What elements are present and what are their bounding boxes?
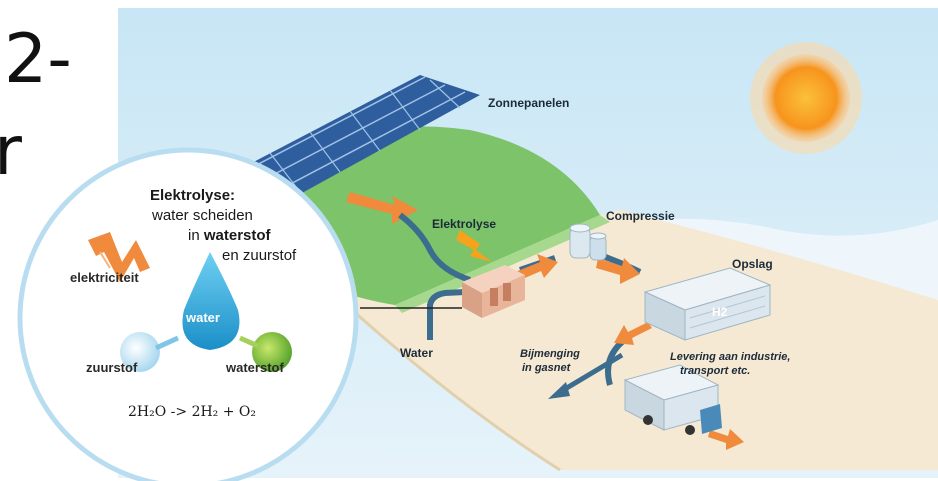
- truck-icon: [623, 364, 722, 435]
- ground-edge: [328, 288, 561, 472]
- label-opslag: Opslag: [732, 257, 773, 271]
- heading-line-1: 2-: [4, 20, 72, 99]
- lightning-icon: [456, 230, 492, 262]
- callout-line-1: water scheiden: [151, 207, 253, 224]
- zuurstof-ball-icon: [120, 332, 160, 372]
- label-waterstof: waterstof: [225, 360, 284, 375]
- elektrolyse-machine-icon: [462, 265, 525, 318]
- sun-core: [762, 54, 850, 142]
- heading-line-2: r: [0, 112, 22, 191]
- equation: 2H₂O -> 2H₂ + O₂: [128, 404, 256, 420]
- arrow-opslag-out: [614, 322, 652, 345]
- arrow-gasnet: [558, 352, 624, 395]
- label-water: Water: [400, 346, 433, 360]
- label-levering-1: Levering aan industrie,: [670, 351, 790, 363]
- label-zonnepanelen: Zonnepanelen: [488, 96, 569, 110]
- compressie-tanks-icon: [569, 223, 607, 261]
- arrow-gasnet-head: [548, 382, 570, 399]
- callout-title: Elektrolyse:: [150, 187, 235, 204]
- water-drop-icon: [182, 252, 240, 350]
- label-compressie: Compressie: [606, 209, 675, 223]
- waterstof-ball-icon: [252, 332, 292, 372]
- label-elektriciteit: elektriciteit: [70, 270, 139, 285]
- callout-line-2: in waterstof: [188, 227, 272, 244]
- label-levering-2: transport etc.: [680, 365, 750, 377]
- pipe-solar-to-elektrolyse: [398, 212, 471, 283]
- pipe-water: [427, 289, 466, 340]
- callout-line-3: en zuurstof: [222, 247, 297, 264]
- label-water-drop: water: [185, 310, 220, 325]
- arrow-to-waterstof: [238, 335, 260, 349]
- arrow-elektrolyse-out: [515, 254, 558, 281]
- opslag-storage-icon: [643, 267, 772, 341]
- label-zuurstof: zuurstof: [86, 360, 138, 375]
- bolt-highlight: [99, 251, 111, 269]
- label-bijmenging-2: in gasnet: [522, 362, 572, 374]
- h2-label: H2: [712, 305, 728, 319]
- label-bijmenging-1: Bijmenging: [520, 348, 580, 360]
- grass-edge: [395, 215, 610, 313]
- arrow-truck-out: [708, 429, 744, 450]
- arrow-compressie-out: [596, 258, 640, 284]
- elektriciteit-bolt-icon: [88, 232, 150, 282]
- arrow-to-zuurstof: [154, 335, 180, 351]
- label-elektrolyse: Elektrolyse: [432, 217, 496, 231]
